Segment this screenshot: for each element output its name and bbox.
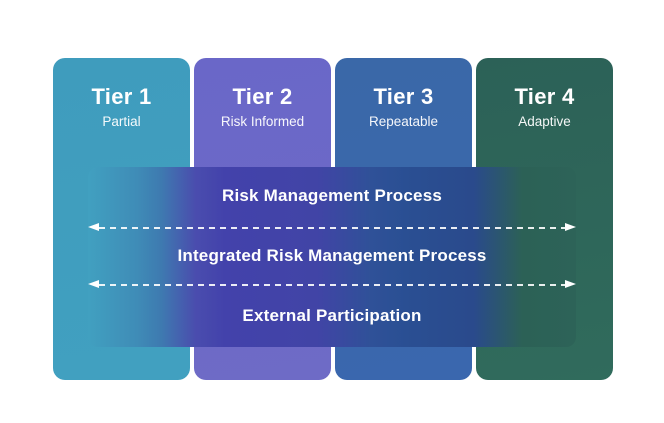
arrowhead-left-icon [88,223,99,231]
tier-title: Tier 1 [91,84,152,109]
tier-title: Tier 2 [232,84,293,109]
band-label-external-participation: External Participation [242,306,422,325]
double-arrow-2 [88,280,576,289]
tier-subtitle: Adaptive [518,114,571,129]
tier-subtitle: Partial [102,114,141,129]
double-arrow-1 [88,223,576,232]
arrowhead-right-icon [565,223,576,231]
arrowhead-right-icon [565,280,576,288]
band-label-risk-management-process: Risk Management Process [221,186,443,205]
dashed-line [99,283,565,286]
arrowhead-left-icon [88,280,99,288]
tier-title: Tier 4 [514,84,575,109]
overlay-band: Risk Management Process Integrated Risk … [88,167,576,347]
tier-subtitle: Risk Informed [220,114,305,129]
band-label-integrated-risk-management-process: Integrated Risk Management Process [177,246,487,265]
dashed-line [99,226,565,229]
tier-title: Tier 3 [373,84,434,109]
tier-subtitle: Repeatable [368,114,439,129]
